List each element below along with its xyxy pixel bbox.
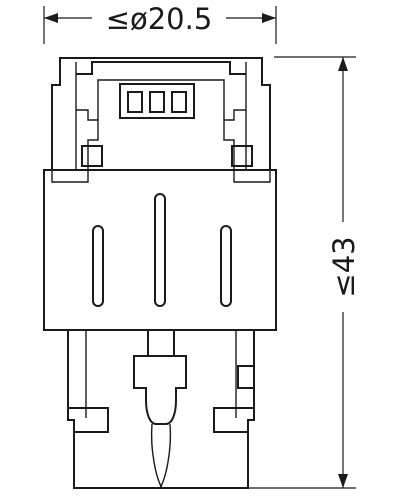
central-post [147,329,175,357]
wedge-right-notch [237,365,255,389]
contact-window-3 [171,91,187,113]
left-inner-bracket [76,109,99,170]
wedge-left-step [68,407,109,433]
right-latch-tab [231,145,253,167]
right-inner-bracket [223,109,246,170]
contact-window-group [119,83,195,119]
main-body [43,169,277,331]
upper-connector-housing [51,57,271,170]
contact-window-2 [149,91,165,113]
filament-leg-left [150,423,163,489]
upper-housing-outline [51,57,271,170]
left-latch-tab [81,145,103,167]
height-arrow-top [338,57,348,71]
height-dimension-label: ≤43 [327,236,361,297]
top-plate [76,61,246,75]
width-arrow-right [262,13,276,23]
wedge-right-step [213,407,254,433]
central-collar [97,79,225,120]
contact-window-1 [127,91,143,113]
width-dimension-label: ≤ø20.5 [106,2,213,36]
contact-window-frame [119,83,195,119]
grip-slot-right [220,225,232,307]
grip-slot-left [92,225,104,307]
height-dimension: ≤43 [210,56,361,489]
wedge-base-outline [67,330,255,489]
width-dimension: ≤ø20.5 [43,2,277,44]
wedge-base [67,329,255,489]
width-arrow-left [44,13,58,23]
central-key [133,355,187,425]
filament-leg-right [159,423,172,489]
left-shoulder-flange [51,170,89,183]
height-arrow-bottom [338,474,348,488]
right-shoulder-flange [233,170,271,183]
grip-slot-center [154,193,166,307]
